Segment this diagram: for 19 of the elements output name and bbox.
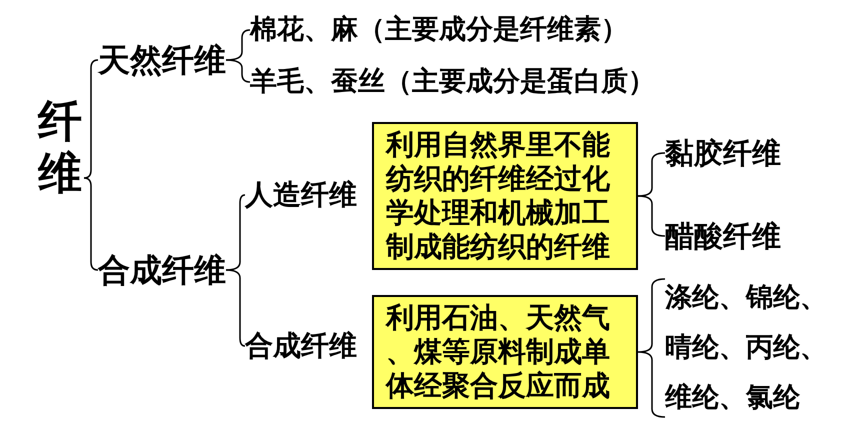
brace-connector xyxy=(226,194,246,271)
example-label: 棉花、麻（主要成分是纤维素） xyxy=(250,13,628,47)
category-label: 合成纤维 xyxy=(245,329,357,363)
category-label: 人造纤维 xyxy=(245,178,357,212)
category-label: 合成纤维 xyxy=(98,251,226,289)
brace-connector xyxy=(226,269,246,347)
example-label: 涤纶、锦纶、晴纶、丙纶、维纶、氯纶 xyxy=(665,273,837,423)
category-label: 天然纤维 xyxy=(98,41,226,79)
category-label: 纤维 xyxy=(38,96,84,200)
brace-connector xyxy=(638,152,666,197)
brace-connector xyxy=(637,278,666,418)
definition-box: 利用自然界里不能纺织的纤维经过化学处理和机械加工制成能纺织的纤维 xyxy=(372,122,638,270)
definition-box: 利用石油、天然气、煤等原料制成单体经聚合反应而成 xyxy=(372,295,638,409)
brace-connector xyxy=(226,29,250,61)
example-label: 醋酸纤维 xyxy=(665,219,781,253)
brace-connector xyxy=(638,195,666,237)
example-label: 羊毛、蚕丝（主要成分是蛋白质） xyxy=(250,65,655,99)
example-label: 黏胶纤维 xyxy=(665,136,781,170)
brace-connector xyxy=(226,59,250,83)
